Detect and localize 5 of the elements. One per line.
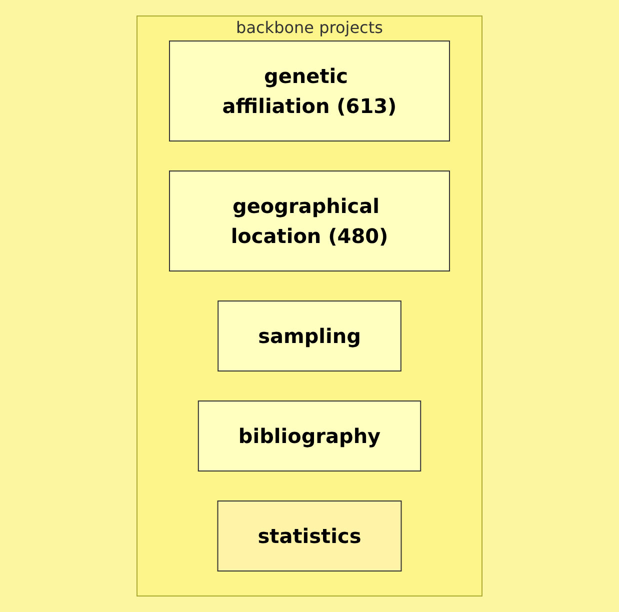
- node-box: sampling: [218, 300, 402, 372]
- node-box: statistics: [217, 500, 402, 572]
- node-box: genetic affiliation (613): [169, 40, 450, 142]
- node-box: bibliography: [198, 400, 422, 472]
- node-box: geographical location (480): [169, 170, 450, 272]
